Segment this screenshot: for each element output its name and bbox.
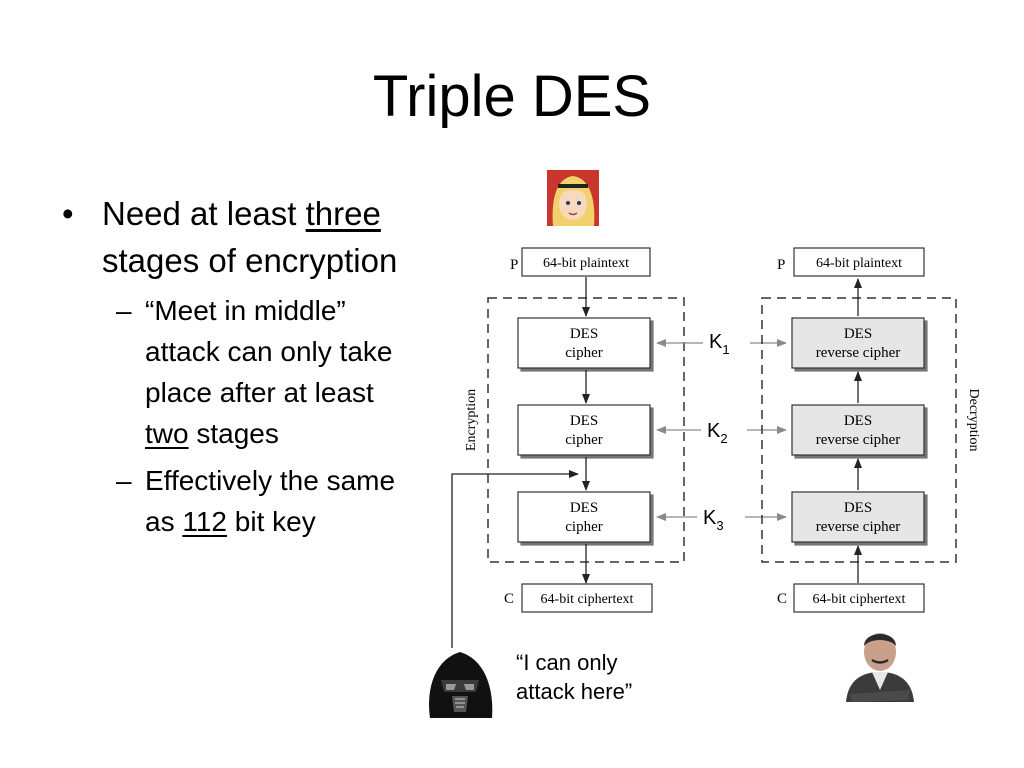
c-label: C <box>504 591 514 607</box>
darth-vader-avatar <box>429 652 493 718</box>
sub-bullet-dash: – <box>116 465 132 496</box>
key-k1: K1 <box>709 331 730 357</box>
decryption-dashed-frame <box>761 297 957 563</box>
des-label: DES <box>570 413 598 429</box>
keys: K1 K2 K3 <box>656 331 787 533</box>
bullet-dot: • <box>62 195 74 232</box>
cipher-label: cipher <box>565 519 602 535</box>
des-cipher-box-1 <box>517 317 651 369</box>
sub2-underline: 112 <box>182 506 227 537</box>
sub2-text-pre: Effectively the same as <box>145 465 396 537</box>
des-label: DES <box>570 326 598 342</box>
ciphertext-box <box>521 583 653 613</box>
ciphertext-box <box>793 583 925 613</box>
sub1-text-pre: “Meet in middle” attack can only take pl… <box>145 295 393 408</box>
bullet-list: • Need at least three stages of encrypti… <box>60 190 410 542</box>
p-label: P <box>777 257 785 273</box>
slide-title: Triple DES <box>372 64 652 129</box>
alice-avatar <box>547 170 599 226</box>
sub2-text-post: bit key <box>234 506 316 537</box>
des-reverse-cipher-box-3 <box>791 491 925 543</box>
des-reverse-cipher-box-2 <box>791 404 925 456</box>
attack-pointer <box>451 470 579 648</box>
des-label: DES <box>844 413 872 429</box>
decryption-column: P 64-bit plaintext Decryption DES revers… <box>761 247 981 613</box>
encryption-column: P 64-bit plaintext Encryption DES cipher… <box>464 247 685 613</box>
reverse-cipher-label: reverse cipher <box>816 345 901 361</box>
quote-line-1: “I can only <box>516 650 618 675</box>
cipher-label: cipher <box>565 345 602 361</box>
sub1-underline: two <box>145 418 189 449</box>
bullet-text-post: stages of encryption <box>102 242 398 279</box>
bullet-text-pre: Need at least <box>102 195 297 232</box>
plaintext-box <box>793 247 925 277</box>
ciphertext-label: 64-bit ciphertext <box>541 592 634 607</box>
cipher-label: cipher <box>565 432 602 448</box>
quote-line-2: attack here” <box>516 679 633 704</box>
des-cipher-box-2 <box>517 404 651 456</box>
attacker-quote: “I can only attack here” <box>516 648 716 706</box>
bullet-underline: three <box>305 195 381 232</box>
c-label: C <box>777 591 787 607</box>
reverse-cipher-label: reverse cipher <box>816 432 901 448</box>
key-k2: K2 <box>707 420 728 446</box>
ciphertext-label: 64-bit ciphertext <box>813 592 906 607</box>
des-label: DES <box>844 500 872 516</box>
des-label: DES <box>844 326 872 342</box>
p-label: P <box>510 257 518 273</box>
bullet-item: • Need at least three stages of encrypti… <box>60 190 410 284</box>
des-cipher-box-3 <box>517 491 651 543</box>
decryption-label: Decryption <box>966 389 981 452</box>
encryption-label: Encryption <box>464 389 479 451</box>
plaintext-label: 64-bit plaintext <box>816 256 902 271</box>
reverse-cipher-label: reverse cipher <box>816 519 901 535</box>
plaintext-label: 64-bit plaintext <box>543 256 629 271</box>
plaintext-box <box>521 247 651 277</box>
sub1-text-post: stages <box>196 418 279 449</box>
des-label: DES <box>570 500 598 516</box>
des-reverse-cipher-box-1 <box>791 317 925 369</box>
sub-bullet-2: – Effectively the same as 112 bit key <box>60 460 410 542</box>
man-avatar <box>846 633 914 702</box>
sub-bullet-dash: – <box>116 295 132 326</box>
sub-bullet-1: – “Meet in middle” attack can only take … <box>60 290 410 454</box>
key-k3: K3 <box>703 507 724 533</box>
